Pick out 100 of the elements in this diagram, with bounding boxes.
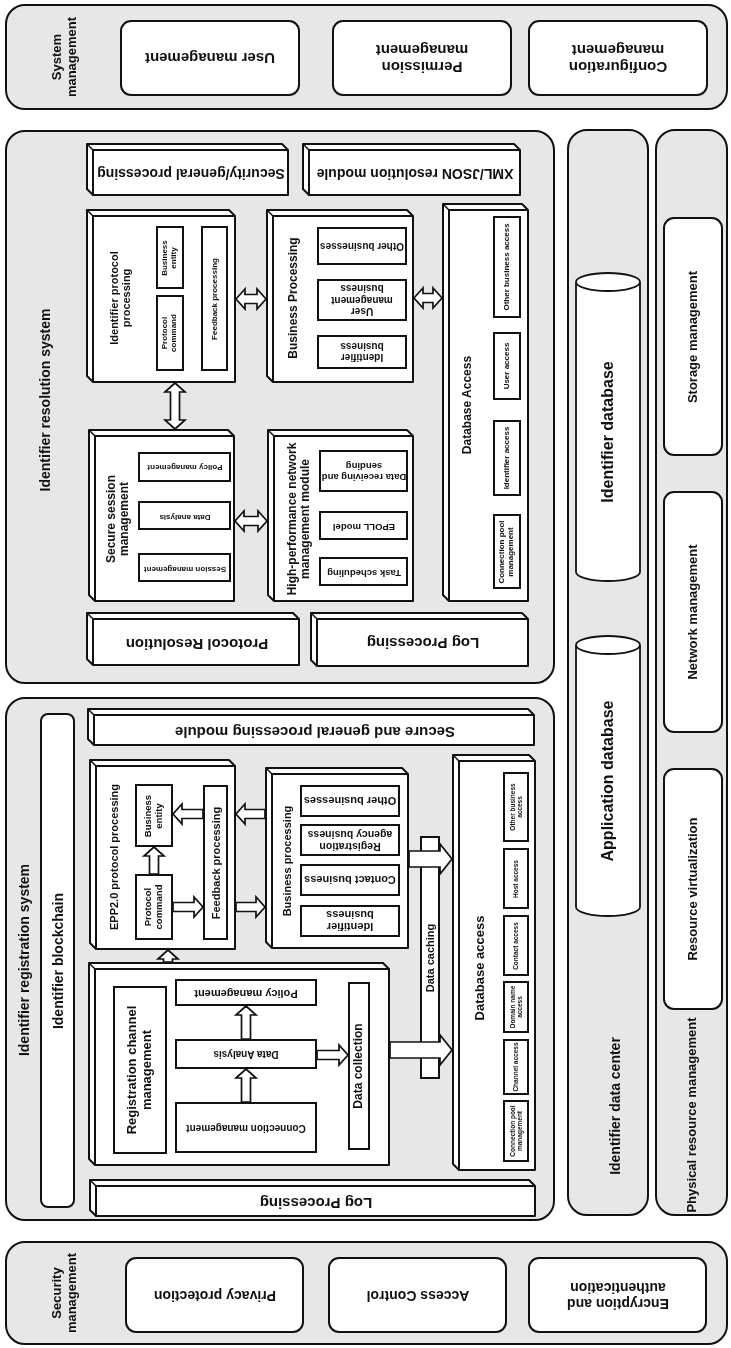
module-block [266, 209, 414, 383]
function-box [528, 20, 708, 96]
function-box [663, 768, 723, 1010]
block-arrow [412, 285, 444, 311]
panel-title: Identifier resolution system [38, 308, 54, 492]
module-title: Secure session management [104, 473, 132, 566]
component-label: Registration channel management [125, 1004, 155, 1137]
function-box [332, 20, 512, 96]
module-title: Business Processing [287, 237, 301, 359]
layer-panel [5, 697, 555, 1221]
box-label: Network management [685, 544, 701, 680]
component-box [203, 785, 228, 940]
component-box [175, 979, 317, 1006]
component-label: Policy management [146, 462, 223, 472]
component-label: Business entity [161, 238, 179, 278]
block-arrow [234, 801, 266, 827]
component-box [175, 1102, 317, 1153]
block-arrow [233, 508, 269, 534]
component-label: Data Analysis [213, 1048, 279, 1060]
function-box [328, 1257, 507, 1333]
component-box [503, 848, 529, 909]
component-label: Data collection [352, 1023, 366, 1109]
component-label: User management business [330, 283, 394, 317]
box-label: User management [144, 49, 276, 67]
module-block [89, 759, 236, 950]
box-label: Permission management [374, 41, 470, 75]
component-box [201, 226, 228, 371]
box-label: Encryption and authentication [565, 1279, 670, 1311]
component-label: Protocol command [143, 883, 165, 932]
module-title: Log Processing [259, 1193, 373, 1210]
component-label: User access [502, 342, 512, 390]
module-title: Secure and general processing module [174, 722, 455, 739]
component-box [156, 295, 184, 371]
module-title: Business processing [280, 805, 294, 917]
module-block [442, 203, 529, 602]
component-label: Registration agency business [306, 828, 394, 852]
box-label: Configuration management [567, 41, 669, 75]
component-box [135, 784, 173, 847]
component-label: Contact business [304, 873, 396, 887]
component-box [300, 864, 400, 896]
component-box [138, 553, 231, 582]
module-title: Security/general processing [97, 165, 285, 181]
function-box [663, 491, 723, 733]
component-box [138, 452, 231, 482]
module-block [86, 612, 300, 666]
component-label: Other businesses [320, 240, 404, 252]
component-box [300, 785, 400, 817]
component-box [493, 332, 521, 400]
component-box [348, 982, 370, 1150]
component-box [175, 1039, 317, 1069]
panel-title: System management [50, 15, 80, 100]
component-label: Task scheduling [326, 566, 401, 577]
component-label: Policy management [194, 986, 298, 999]
block-arrow [155, 948, 181, 963]
component-label: Identifier business [339, 340, 385, 364]
bar-label: Identifier blockchain [49, 892, 66, 1029]
block-arrow [389, 1032, 454, 1068]
component-box [300, 824, 400, 856]
layer-panel [5, 4, 728, 110]
box-label: Storage management [685, 270, 701, 403]
block-arrow [171, 801, 204, 827]
component-box [319, 450, 408, 492]
module-block [88, 429, 235, 602]
block-arrow [235, 894, 267, 920]
component-label: Other business access [502, 223, 512, 311]
module-block [310, 612, 529, 667]
block-arrow [233, 1004, 259, 1040]
component-label: Data receiving and sending [321, 460, 406, 482]
component-label: Feedback processing [210, 257, 219, 340]
component-box [317, 279, 407, 321]
component-box [317, 227, 407, 265]
module-block [86, 209, 236, 383]
component-label: Data analysis [158, 511, 211, 520]
block-arrow [162, 381, 188, 431]
component-box [493, 420, 521, 496]
component-box [503, 981, 529, 1033]
component-label: Identifier business [325, 908, 375, 934]
component-box [503, 1100, 529, 1162]
layer-panel [5, 130, 555, 684]
component-box [319, 557, 408, 586]
component-box [503, 915, 529, 976]
side-bar [40, 713, 75, 1208]
layer-panel [567, 129, 649, 1216]
block-arrow [233, 1067, 259, 1103]
panel-title: Identifier data center [608, 1037, 624, 1175]
component-label: Connection management [186, 1121, 306, 1134]
component-box [156, 226, 184, 289]
panel-title: Identifier registration system [17, 863, 33, 1057]
component-box [319, 511, 408, 540]
module-block [452, 754, 536, 1171]
function-box [528, 1257, 707, 1333]
component-box [493, 514, 521, 589]
component-box [503, 772, 529, 842]
database-label: Identifier database [599, 361, 617, 503]
component-label: Business entity [143, 793, 165, 839]
module-title: XML/JSON resolution module [316, 165, 514, 181]
module-title: EPP2.0 protocol processing [107, 783, 121, 931]
function-box [125, 1257, 304, 1333]
function-box [663, 217, 723, 456]
component-box [135, 874, 173, 940]
